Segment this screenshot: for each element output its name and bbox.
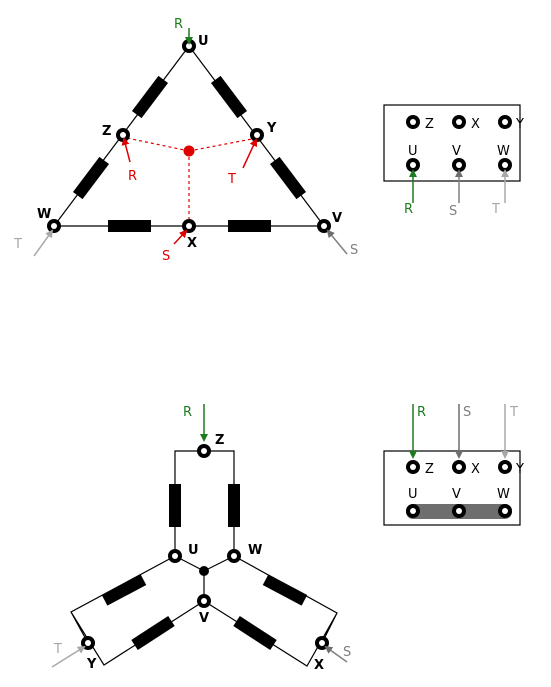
star-box-label-u: U [408, 487, 418, 502]
delta-box-terminal-v [452, 158, 466, 172]
delta-box-terminal-w [498, 158, 512, 172]
star-phase-s: S [343, 645, 351, 660]
star-arrow-t [51, 645, 86, 668]
star-phase-r: R [183, 405, 192, 420]
delta-winding-zw [72, 156, 110, 200]
delta-box-phase-t: T [491, 202, 500, 217]
star-winding-left-inner [131, 615, 175, 651]
delta-terminal-v [317, 219, 331, 233]
delta-box-phase-s: S [449, 204, 457, 219]
star-box-phase-t: T [509, 405, 518, 420]
star-terminal-z [197, 444, 211, 458]
delta-box-label-y: Y [515, 117, 524, 132]
delta-terminal-x [182, 219, 196, 233]
delta-box-label-w: W [497, 144, 510, 159]
delta-box-label-u: U [408, 144, 418, 159]
delta-winding-uz [131, 75, 169, 119]
star-box-label-v: V [452, 487, 461, 502]
star-box-terminal-x [452, 460, 466, 474]
star-box-terminal-z [406, 460, 420, 474]
star-label-y: Y [86, 657, 97, 672]
delta-box-phase-r: R [404, 202, 413, 217]
star-winding-top-right [228, 484, 240, 527]
star-box-label-x: X [471, 462, 480, 477]
delta-box-frame [383, 104, 521, 182]
star-terminal-box: R S T Z X Y U V W [383, 404, 524, 526]
star-phase-t: T [53, 642, 62, 657]
delta-label-x: X [187, 236, 197, 251]
delta-phase-r: R [174, 17, 183, 32]
delta-box-terminal-u [406, 158, 420, 172]
star-label-u: U [188, 543, 199, 558]
delta-inner-arrow-s [173, 229, 188, 245]
delta-inner-arrow-t [242, 138, 258, 169]
star-label-z: Z [215, 433, 224, 448]
delta-box-label-x: X [471, 117, 480, 132]
star-center-node [199, 566, 209, 576]
star-winding-right-inner [233, 615, 277, 651]
delta-winding-xv [228, 220, 271, 232]
delta-label-w: W [37, 207, 51, 222]
star-top-branch-wire [174, 450, 235, 556]
star-box-phase-s: S [463, 405, 471, 420]
delta-box-terminal-z [406, 115, 420, 129]
star-box-label-y: Y [515, 462, 524, 477]
star-arrow-s [324, 645, 348, 663]
delta-box-terminal-x [452, 115, 466, 129]
delta-label-v: V [332, 211, 342, 226]
star-terminal-u [168, 549, 182, 563]
delta-inner-label-s: S [162, 249, 170, 264]
star-box-terminal-w [498, 504, 512, 518]
delta-box-terminal-y [498, 115, 512, 129]
delta-star-point-dot [183, 145, 195, 157]
star-box-terminal-u [406, 504, 420, 518]
star-label-x: X [314, 658, 324, 673]
delta-diagram: U Z Y W X V R T S R T S [13, 17, 358, 264]
star-diagram: Z U W V Y X R T S [51, 404, 351, 673]
delta-inner-label-r: R [128, 169, 137, 184]
delta-inner-label-t: T [227, 172, 236, 187]
delta-star-point-lines [126, 137, 258, 222]
star-box-phase-r: R [417, 405, 426, 420]
star-box-label-z: Z [425, 462, 434, 477]
delta-terminal-z [116, 128, 130, 142]
delta-arrow-s [326, 229, 348, 255]
delta-winding-yv [269, 156, 307, 200]
delta-arrow-t [33, 229, 54, 257]
star-terminal-w [227, 549, 241, 563]
delta-box-label-z: Z [425, 117, 434, 132]
delta-label-z: Z [102, 124, 111, 139]
star-box-label-w: W [497, 487, 510, 502]
delta-inner-arrow-r [121, 137, 131, 163]
delta-box-label-v: V [452, 144, 461, 159]
delta-label-u: U [198, 34, 209, 49]
star-winding-top-left [169, 484, 181, 527]
star-label-w: W [248, 543, 262, 558]
delta-winding-wx [108, 220, 151, 232]
delta-terminal-box: Z X Y U V W R S T [383, 104, 524, 219]
delta-phase-t: T [13, 237, 22, 252]
delta-phase-s: S [350, 243, 358, 258]
star-winding-right-outer [262, 574, 308, 606]
delta-terminal-y [250, 128, 264, 142]
star-box-terminal-v [452, 504, 466, 518]
delta-label-y: Y [266, 121, 277, 136]
star-box-terminal-y [498, 460, 512, 474]
star-label-v: V [199, 611, 209, 626]
delta-winding-uy [210, 75, 248, 119]
star-terminal-v [197, 594, 211, 608]
star-winding-left-outer [101, 574, 147, 606]
